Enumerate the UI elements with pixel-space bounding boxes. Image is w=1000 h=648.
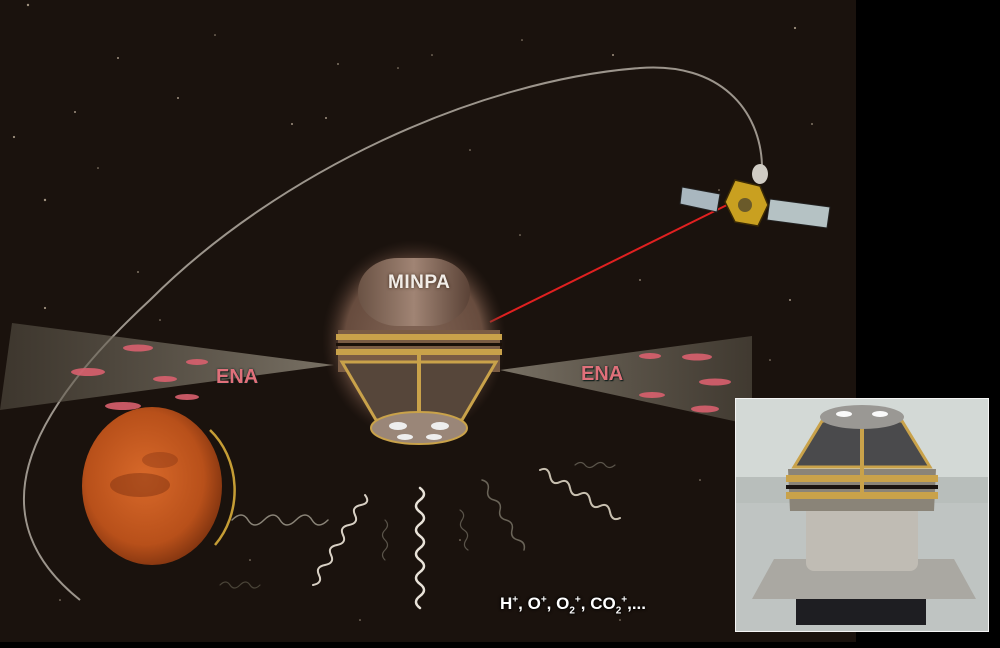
diagram-graphics [0,3,831,621]
ion-ellipsis: ,... [627,594,647,613]
ion-o2-sub: 2 [569,605,575,617]
ion-species-label: H+, O+, O2+, CO2+,... [500,594,647,617]
mars-planet [82,407,236,565]
ion-o2-charge: + [574,594,581,606]
instrument-photo [735,398,989,632]
ena-left-label: ENA [216,366,259,388]
ion-h-charge: + [512,594,519,606]
ena-particles [71,344,731,413]
orbit-path [22,66,763,601]
ion-o-charge: + [540,594,547,606]
minpa-instrument [322,240,506,445]
laser-line [489,201,734,323]
minpa-label: MINPA [388,272,451,293]
ena-right-label: ENA [581,363,624,385]
ion-o2: O [556,594,570,613]
ena-cone-left [0,323,334,410]
ion-h: H [500,594,513,613]
ion-co2: CO [590,594,616,613]
space-illustration: MINPA ENA ENA H+, O+, O2+, CO2+,... [0,0,856,642]
ion-waves [219,461,621,610]
orbiter-spacecraft [679,164,831,229]
ion-o: O [527,594,541,613]
instrument-photo-graphic [736,399,988,631]
ion-co2-charge: + [621,594,628,606]
bottom-frame [0,642,1000,648]
ion-co2-sub: 2 [615,605,622,617]
